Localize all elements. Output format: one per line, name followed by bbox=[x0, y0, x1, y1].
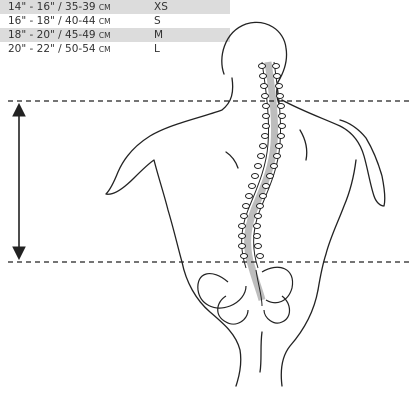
spine bbox=[239, 62, 286, 306]
measurement-guides bbox=[8, 101, 410, 262]
pelvis-outline bbox=[198, 267, 293, 324]
double-arrow-measurement-icon bbox=[13, 104, 25, 259]
